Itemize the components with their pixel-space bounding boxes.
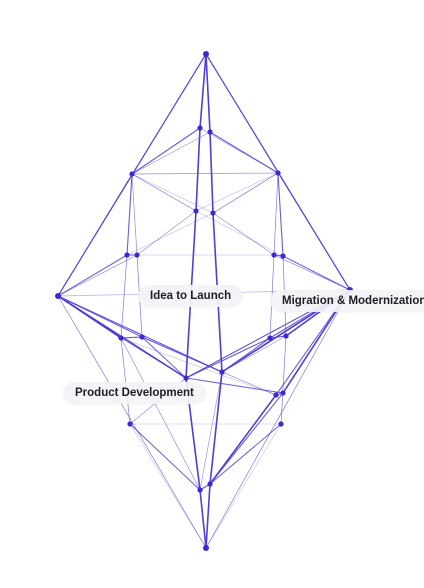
wire-edge: [136, 210, 197, 256]
wire-edge: [185, 377, 284, 394]
wire-edge: [209, 371, 223, 485]
wire-edge: [126, 173, 133, 256]
migration-modernization-label[interactable]: Migration & Modernization: [270, 290, 424, 312]
wire-edge: [120, 337, 201, 491]
wire-node: [197, 487, 203, 493]
wire-edge: [131, 131, 211, 175]
wire-edge: [212, 212, 275, 256]
wire-edge: [131, 173, 197, 212]
wire-node: [55, 293, 61, 299]
wire-edge: [131, 172, 279, 175]
wire-edge: [195, 210, 284, 257]
product-development-label[interactable]: Product Development: [63, 382, 206, 404]
wire-edge: [141, 336, 187, 379]
wire-edge: [120, 337, 131, 425]
wire-edge: [205, 423, 282, 549]
wire-edge: [57, 295, 223, 373]
wire-node: [183, 375, 189, 381]
wire-edge: [57, 254, 128, 297]
wire-edge: [126, 212, 214, 256]
wire-edge: [221, 337, 271, 373]
wire-node: [129, 171, 135, 177]
wire-edge: [221, 371, 277, 396]
wire-edge: [141, 336, 223, 373]
wire-node: [127, 421, 133, 427]
wire-node: [197, 125, 203, 131]
wire-node: [118, 335, 124, 341]
wire-edge: [205, 483, 211, 549]
wire-node: [134, 252, 140, 258]
outer-edge: [205, 289, 351, 549]
wire-node: [283, 333, 289, 339]
wire-edge: [185, 337, 271, 379]
wire-node: [278, 421, 284, 427]
wire-edge: [131, 127, 201, 175]
wire-edge: [277, 172, 351, 291]
wire-node: [124, 252, 130, 258]
wire-node: [203, 545, 209, 551]
wire-edge: [221, 335, 287, 373]
wire-node: [193, 208, 199, 214]
wire-edge: [57, 173, 133, 297]
wire-node: [219, 369, 225, 375]
wire-edge: [131, 173, 214, 214]
wire-edge: [209, 394, 277, 485]
wire-edge: [120, 254, 128, 339]
wire-edge: [199, 53, 207, 129]
wire-edge: [269, 335, 287, 339]
wire-node: [275, 170, 281, 176]
wire-edge: [212, 172, 279, 214]
wire-edge: [282, 255, 351, 291]
wire-node: [267, 335, 273, 341]
wire-edge: [209, 392, 284, 485]
wire-edge: [280, 335, 287, 425]
wire-node: [207, 481, 213, 487]
wire-edge: [205, 53, 279, 174]
wire-edge: [273, 254, 351, 291]
wire-edge: [129, 423, 207, 549]
wire-node: [273, 392, 279, 398]
wire-edge: [277, 172, 284, 257]
wire-node: [280, 390, 286, 396]
wire-node: [210, 210, 216, 216]
idea-to-launch-label[interactable]: Idea to Launch: [138, 285, 244, 307]
wire-edge: [131, 173, 138, 256]
wire-edge: [205, 53, 211, 133]
wire-node: [139, 334, 145, 340]
wire-edge: [57, 254, 138, 297]
wire-edge: [120, 336, 143, 339]
wire-node: [207, 129, 213, 135]
wire-edge: [209, 423, 282, 485]
wire-edge: [195, 172, 279, 212]
wire-edge: [120, 337, 277, 396]
wire-node: [271, 252, 277, 258]
wire-edge: [273, 172, 279, 256]
wire-edge: [129, 423, 201, 491]
wire-node: [280, 253, 286, 259]
wire-edge: [199, 489, 207, 549]
wire-edge: [209, 131, 214, 214]
wire-edge: [199, 127, 279, 174]
wire-edge: [131, 53, 207, 175]
wire-edge: [199, 371, 223, 491]
wire-edge: [195, 127, 201, 212]
wire-edge: [120, 337, 187, 379]
wire-node: [203, 51, 209, 57]
